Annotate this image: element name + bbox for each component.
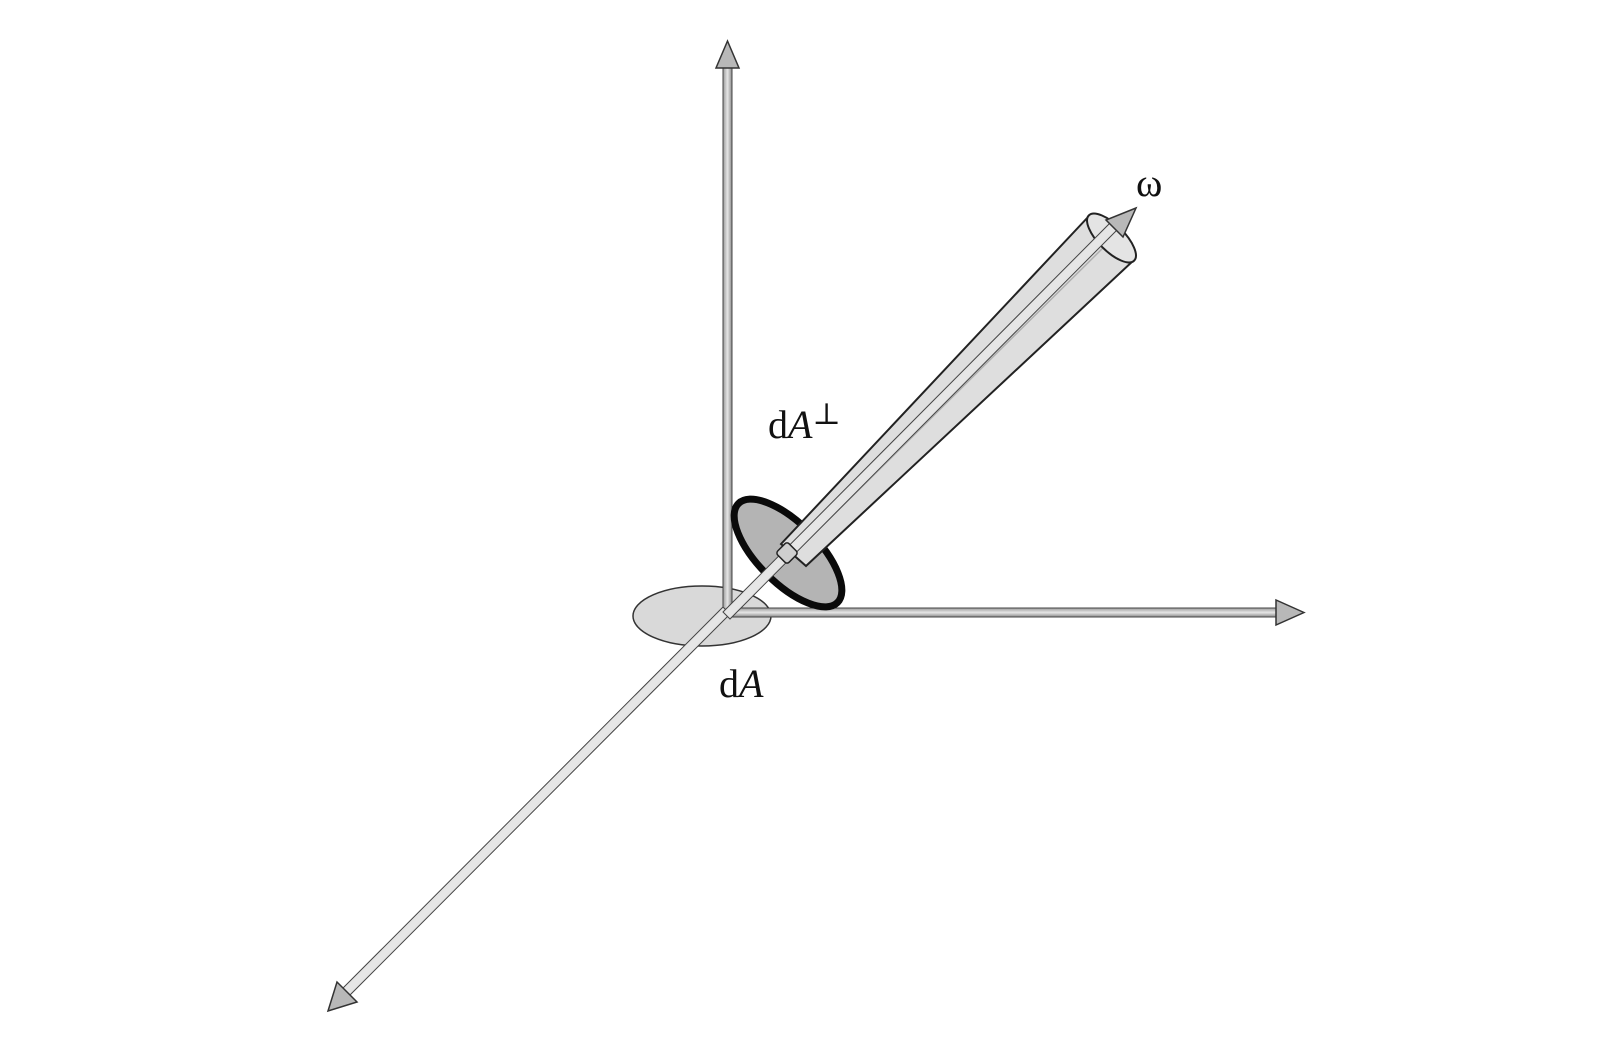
dA-perp-d: d (768, 402, 788, 447)
dA-label: dA (719, 661, 764, 706)
diagonal-axis-arrowhead (326, 980, 359, 1013)
omega-direction-vector (722, 206, 1138, 620)
dA-perp-A: A (785, 402, 813, 447)
dA-d: d (719, 661, 739, 706)
vertical-axis-arrowhead (714, 39, 741, 69)
omega-label: ω (1136, 160, 1162, 205)
omega-arrowhead (1104, 206, 1138, 239)
dA-A: A (736, 661, 764, 706)
dA-perp-label: dA⊥ (768, 398, 841, 447)
horizontal-axis-arrowhead (1275, 598, 1306, 627)
dA-perp-superscript: ⊥ (812, 398, 840, 431)
diagonal-axis (326, 606, 731, 1013)
